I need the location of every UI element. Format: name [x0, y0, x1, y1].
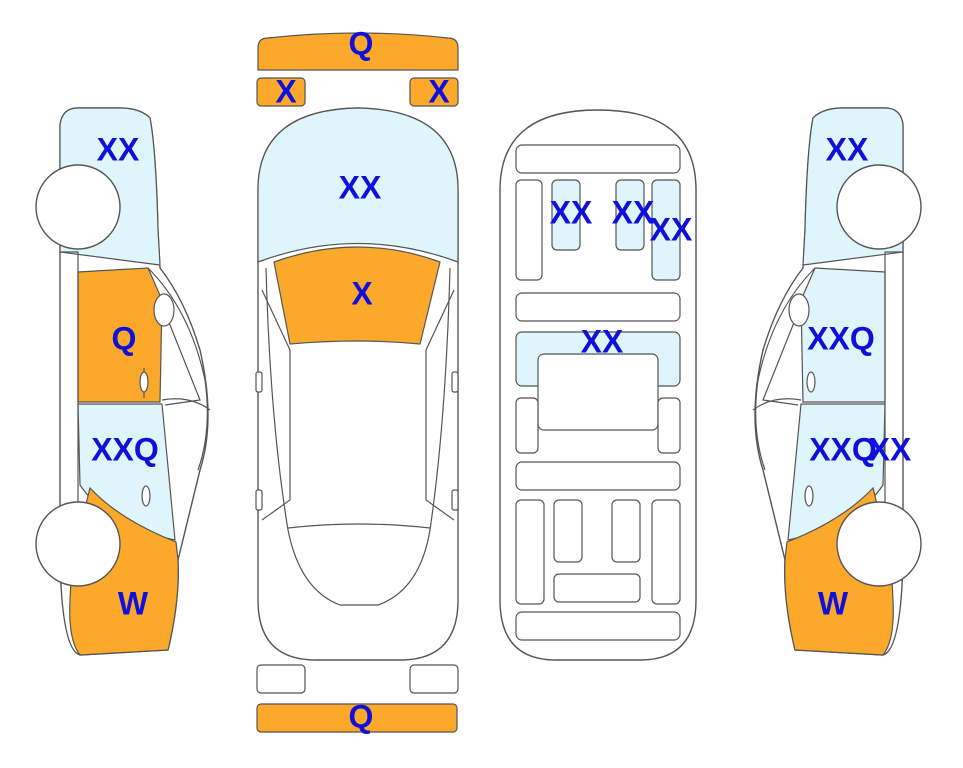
third-row-inner-right	[611, 499, 641, 563]
front-seat-center-panel[interactable]	[615, 179, 645, 251]
right-sill-line	[884, 251, 903, 560]
left-front-door-label: Q	[112, 320, 137, 356]
rear-seat-cushion	[537, 353, 659, 431]
top-window-right	[425, 289, 455, 521]
right-door-handle-front-knob	[806, 371, 816, 393]
right-side-view: XX XXQ XXQ XX W	[752, 107, 922, 656]
right-rear-quarter-label: W	[818, 585, 849, 621]
front-seat-right-panel[interactable]	[651, 179, 681, 281]
right-rear-wheel	[836, 501, 922, 587]
left-taillight	[256, 664, 306, 694]
left-door-handle-rear-knob	[141, 485, 151, 507]
left-door-handle-front-knob	[139, 371, 149, 393]
rear-bench-left	[515, 397, 539, 454]
right-front-wheel	[836, 164, 922, 250]
center-console	[515, 292, 681, 322]
top-roof-rear	[287, 523, 431, 529]
top-handle-left	[255, 489, 263, 511]
right-front-fender-label: XX	[826, 131, 869, 167]
rear-bench	[515, 461, 681, 491]
top-window-left	[261, 289, 291, 521]
windshield-panel[interactable]	[273, 246, 441, 345]
third-row-left	[515, 499, 545, 605]
top-handle-right	[451, 489, 459, 511]
left-rear-wheel	[35, 501, 121, 587]
left-sill-line	[60, 251, 79, 560]
rear-bench-right	[657, 397, 681, 454]
right-rear-door-label: XXQ	[809, 431, 877, 467]
third-row-inner-left	[553, 499, 583, 563]
hood-panel[interactable]	[257, 107, 459, 263]
front-left-seat-frame	[515, 179, 543, 281]
top-mirror-left	[255, 371, 263, 393]
seat-right-label: XX	[650, 211, 693, 247]
left-headlight-label: X	[275, 73, 297, 109]
right-headlight-label: X	[428, 73, 450, 109]
front-bumper-panel[interactable]	[257, 32, 459, 71]
trunk	[515, 611, 681, 641]
left-rear-quarter-label: W	[118, 585, 149, 621]
right-rear-extra-label: XX	[869, 431, 912, 467]
front-seat-left-panel[interactable]	[551, 179, 581, 251]
left-rear-door-label: XXQ	[91, 431, 159, 467]
left-front-fender-label: XX	[97, 131, 140, 167]
right-pillar-line	[752, 398, 802, 411]
left-side-view: XX Q XXQ W	[35, 107, 211, 656]
right-door-handle-rear-knob	[804, 485, 814, 507]
top-view: Q X X XX X Q	[255, 25, 459, 734]
hood-label: XX	[339, 169, 382, 205]
right-window-line	[755, 267, 816, 471]
right-headlight-panel[interactable]	[409, 77, 459, 107]
rear-bumper-label: Q	[349, 698, 374, 734]
right-taillight	[409, 664, 459, 694]
front-bumper-label: Q	[349, 25, 374, 61]
top-mirror-right	[451, 371, 459, 393]
interior-outline	[499, 109, 697, 661]
console-label: XX	[581, 323, 624, 359]
left-mirror-line	[159, 299, 201, 406]
top-cabin-left	[265, 267, 451, 606]
windshield-label: X	[351, 275, 373, 311]
rear-bumper-panel[interactable]	[256, 703, 458, 733]
third-row-right	[651, 499, 681, 605]
right-mirror	[788, 293, 810, 327]
right-mirror-line	[762, 299, 804, 406]
left-headlight-panel[interactable]	[256, 77, 306, 107]
interior-view: XX XX XX XX	[499, 109, 697, 661]
third-row-bench	[553, 573, 641, 603]
right-front-door-label: XXQ	[807, 320, 875, 356]
left-window-line	[147, 267, 208, 471]
left-front-wheel	[35, 164, 121, 250]
left-mirror	[153, 293, 175, 327]
dashboard	[515, 144, 681, 174]
seat-left-label: XX	[550, 194, 593, 230]
left-pillar-line	[161, 398, 211, 411]
seat-center-label: XX	[612, 194, 655, 230]
